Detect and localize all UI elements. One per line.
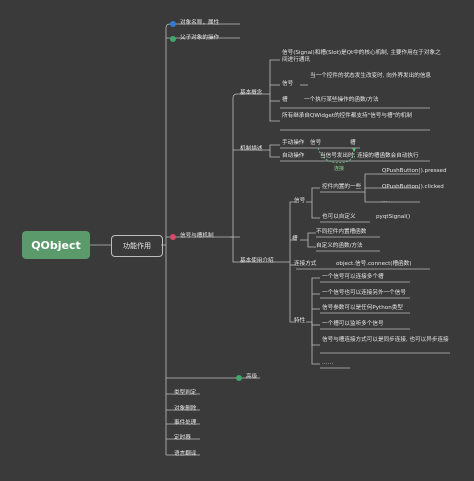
node-features[interactable]: 特性 (294, 318, 306, 324)
branch-parent-child[interactable]: 父子对象的操作 (180, 35, 220, 41)
node-feature-item[interactable]: 一个信号也可以连接另外一个信号 (322, 290, 406, 296)
node-connect-method[interactable]: 连接方式 (294, 261, 317, 267)
node-feature-item[interactable]: …… (322, 360, 334, 366)
green-bullet-icon (236, 375, 242, 381)
node-signal-desc[interactable]: 当一个控件的状态发生改变时, 向外界发出的信息 (310, 73, 432, 79)
branch-object-delete[interactable]: 对象删除 (174, 406, 197, 412)
branch-translation[interactable]: 语言翻译 (174, 451, 197, 457)
node-builtin-signals[interactable]: 控件内置的一些 (322, 184, 362, 190)
node-feature-item[interactable]: 信号与槽连接方式可以是同步连接, 也可以异步连接 (322, 337, 449, 343)
node-mech-signal[interactable]: 信号 (310, 140, 322, 146)
node-auto-desc[interactable]: 当信号发出时, 连接的槽函数会自动执行 (320, 153, 419, 159)
center-node-functions[interactable]: 功能作用 (111, 235, 163, 257)
root-node-qobject[interactable]: QObject (22, 231, 90, 259)
node-slot-item[interactable]: 自定义的函数/方法 (316, 243, 363, 249)
node-auto[interactable]: 自动操作 (282, 153, 305, 159)
node-custom-signal[interactable]: 也可以自定义 (322, 214, 356, 220)
branch-event-handling[interactable]: 事件处理 (174, 420, 197, 426)
node-signal-item[interactable]: QPushButton().pressed (382, 168, 447, 174)
node-usage-slot[interactable]: 槽 (292, 236, 298, 242)
node-feature-item[interactable]: 一个信号可以连接多个槽 (322, 274, 384, 280)
node-slot-desc[interactable]: 一个执行某些操作的函数/方法 (304, 97, 379, 103)
node-basic-concept[interactable]: 基本概念 (240, 90, 263, 96)
node-feature-item[interactable]: 信号参数可以是任何Python类型 (322, 305, 403, 311)
node-inherit[interactable]: 所有继承自QWidget的控件都支持"信号与槽"的机制 (282, 113, 412, 119)
node-mech-slot[interactable]: 槽 (350, 140, 356, 146)
node-mechanism[interactable]: 机制描述 (240, 146, 263, 152)
node-manual[interactable]: 手动操作 (282, 140, 305, 146)
branch-advanced[interactable]: 高级 (246, 374, 258, 380)
node-signal-item[interactable]: ... (382, 198, 388, 204)
node-usage-signal[interactable]: 信号 (294, 198, 306, 204)
branch-type-check[interactable]: 类型判定 (174, 390, 197, 396)
branch-signal-slot[interactable]: 信号与槽机制 (180, 233, 214, 239)
node-signal-concept[interactable]: 信号 (282, 81, 294, 87)
blue-bullet-icon (170, 21, 176, 27)
pink-bullet-icon (170, 234, 176, 240)
branch-object-name[interactable]: 对象名称，属性 (180, 20, 220, 26)
node-usage[interactable]: 基本使用介绍 (240, 258, 274, 264)
node-pyqtsignal[interactable]: pyqtSignal() (376, 214, 411, 220)
connect-tag: 连接 (334, 166, 345, 172)
green-bullet-icon (170, 36, 176, 42)
node-intro[interactable]: 信号(Signal)和槽(Slot)是Qt中的核心机制, 主要作用在于对象之间进… (282, 50, 441, 63)
node-connect-value[interactable]: object.信号.connect(槽函数) (336, 261, 412, 267)
node-slot-concept[interactable]: 槽 (282, 97, 288, 103)
node-slot-item[interactable]: 不同控件内置槽函数 (316, 229, 367, 235)
node-feature-item[interactable]: 一个槽可以监听多个信号 (322, 321, 384, 327)
node-signal-item[interactable]: QPushButton().clicked (382, 184, 444, 190)
branch-timer[interactable]: 定时器 (174, 435, 191, 441)
